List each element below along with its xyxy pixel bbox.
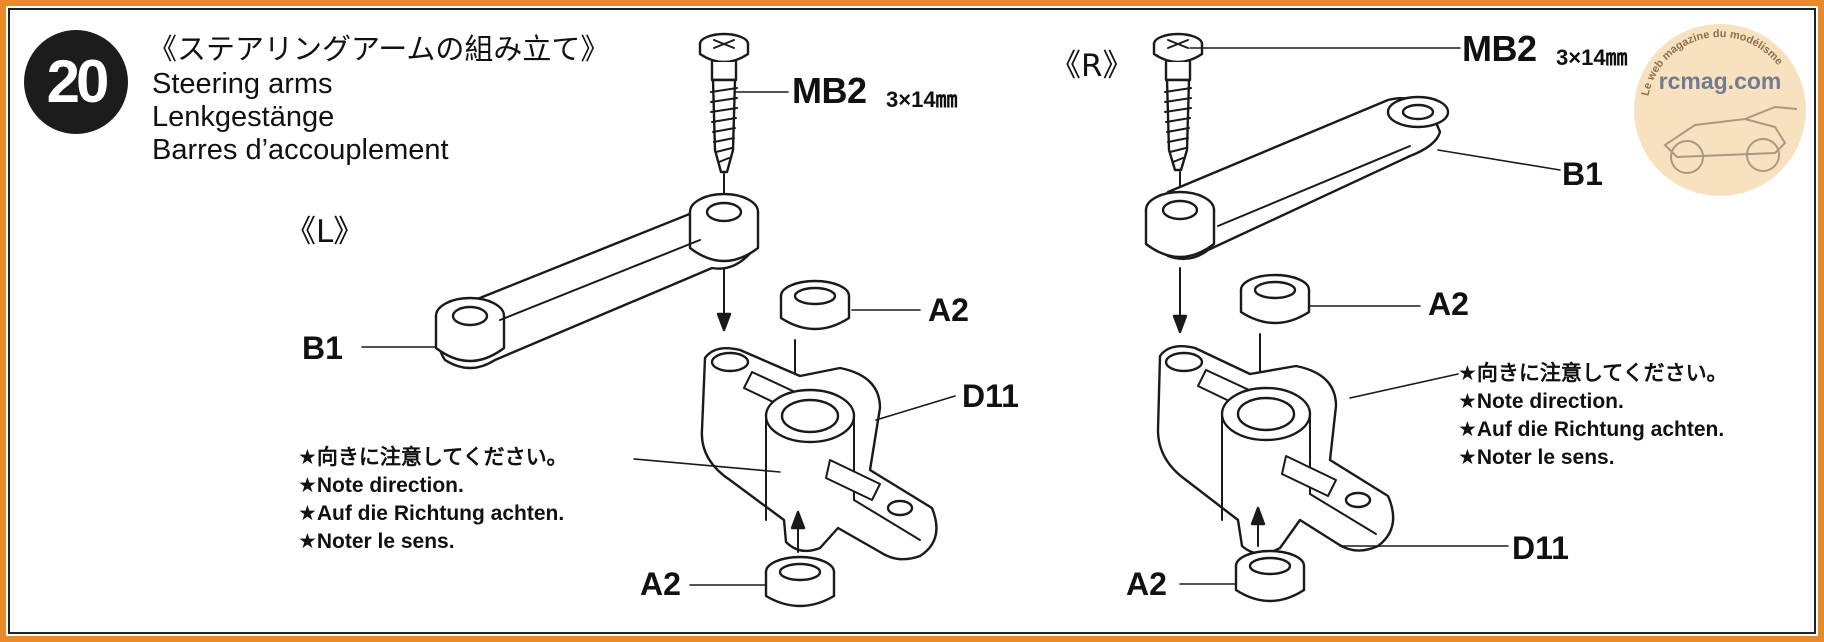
left-part-b1 bbox=[434, 192, 760, 370]
left-screw-size: 3×14㎜ bbox=[886, 87, 958, 112]
step-number-badge: 20 bbox=[24, 30, 128, 134]
right-screw-label: MB2 bbox=[1462, 28, 1537, 69]
right-d11-label: D11 bbox=[1512, 530, 1569, 566]
right-part-d11 bbox=[1156, 345, 1395, 555]
right-screw-size: 3×14㎜ bbox=[1556, 45, 1628, 70]
left-note-fr: ★Noter le sens. bbox=[298, 530, 455, 553]
step-title-de: Lenkgestänge bbox=[152, 101, 335, 133]
left-direction-note: ★向きに注意してください。 ★Note direction. ★Auf die … bbox=[298, 444, 568, 556]
rcmag-watermark-logo: Le web magazine du modélisme rcmag.com bbox=[1634, 24, 1806, 196]
right-note-fr: ★Noter le sens. bbox=[1458, 446, 1615, 469]
left-part-a2-top bbox=[779, 279, 851, 331]
left-b1-label: B1 bbox=[302, 330, 343, 366]
right-note-en: ★Note direction. bbox=[1458, 390, 1624, 413]
watermark-site: rcmag.com bbox=[1659, 68, 1782, 94]
watermark-buggy-icon bbox=[1663, 105, 1798, 174]
right-screw-mb2 bbox=[1152, 32, 1204, 172]
left-a2-bottom-label: A2 bbox=[640, 566, 681, 602]
right-note-jp: ★向きに注意してください。 bbox=[1458, 362, 1728, 385]
right-b1-label: B1 bbox=[1562, 156, 1603, 192]
right-side-tag: 《R》 bbox=[1050, 48, 1134, 84]
left-a2-top-label: A2 bbox=[928, 292, 969, 328]
left-note-en: ★Note direction. bbox=[298, 474, 464, 497]
left-note-de: ★Auf die Richtung achten. bbox=[298, 502, 565, 525]
right-note-de: ★Auf die Richtung achten. bbox=[1458, 418, 1725, 441]
left-screw-mb2 bbox=[698, 32, 750, 174]
step-title-jp: 《ステアリングアームの組み立て》 bbox=[148, 32, 610, 66]
step-title-fr: Barres d’accouplement bbox=[152, 134, 449, 166]
right-a2-top-label: A2 bbox=[1428, 286, 1469, 322]
right-leader-lines bbox=[1179, 47, 1561, 585]
left-side-tag: 《L》 bbox=[285, 214, 365, 250]
right-part-a2-top bbox=[1239, 273, 1311, 325]
left-note-jp: ★向きに注意してください。 bbox=[298, 446, 568, 469]
left-part-a2-bottom bbox=[764, 555, 836, 608]
left-part-d11 bbox=[700, 347, 938, 561]
left-d11-label: D11 bbox=[962, 378, 1019, 414]
right-part-b1 bbox=[1144, 95, 1450, 261]
left-assembly bbox=[361, 32, 956, 608]
left-leader-lines bbox=[361, 91, 956, 586]
right-part-a2-bottom bbox=[1234, 549, 1306, 603]
left-screw-label: MB2 bbox=[792, 70, 867, 111]
right-a2-bottom-label: A2 bbox=[1126, 566, 1167, 602]
right-assembly bbox=[1144, 32, 1561, 603]
right-direction-note: ★向きに注意してください。 ★Note direction. ★Auf die … bbox=[1458, 360, 1728, 472]
step-title-en: Steering arms bbox=[152, 68, 333, 100]
